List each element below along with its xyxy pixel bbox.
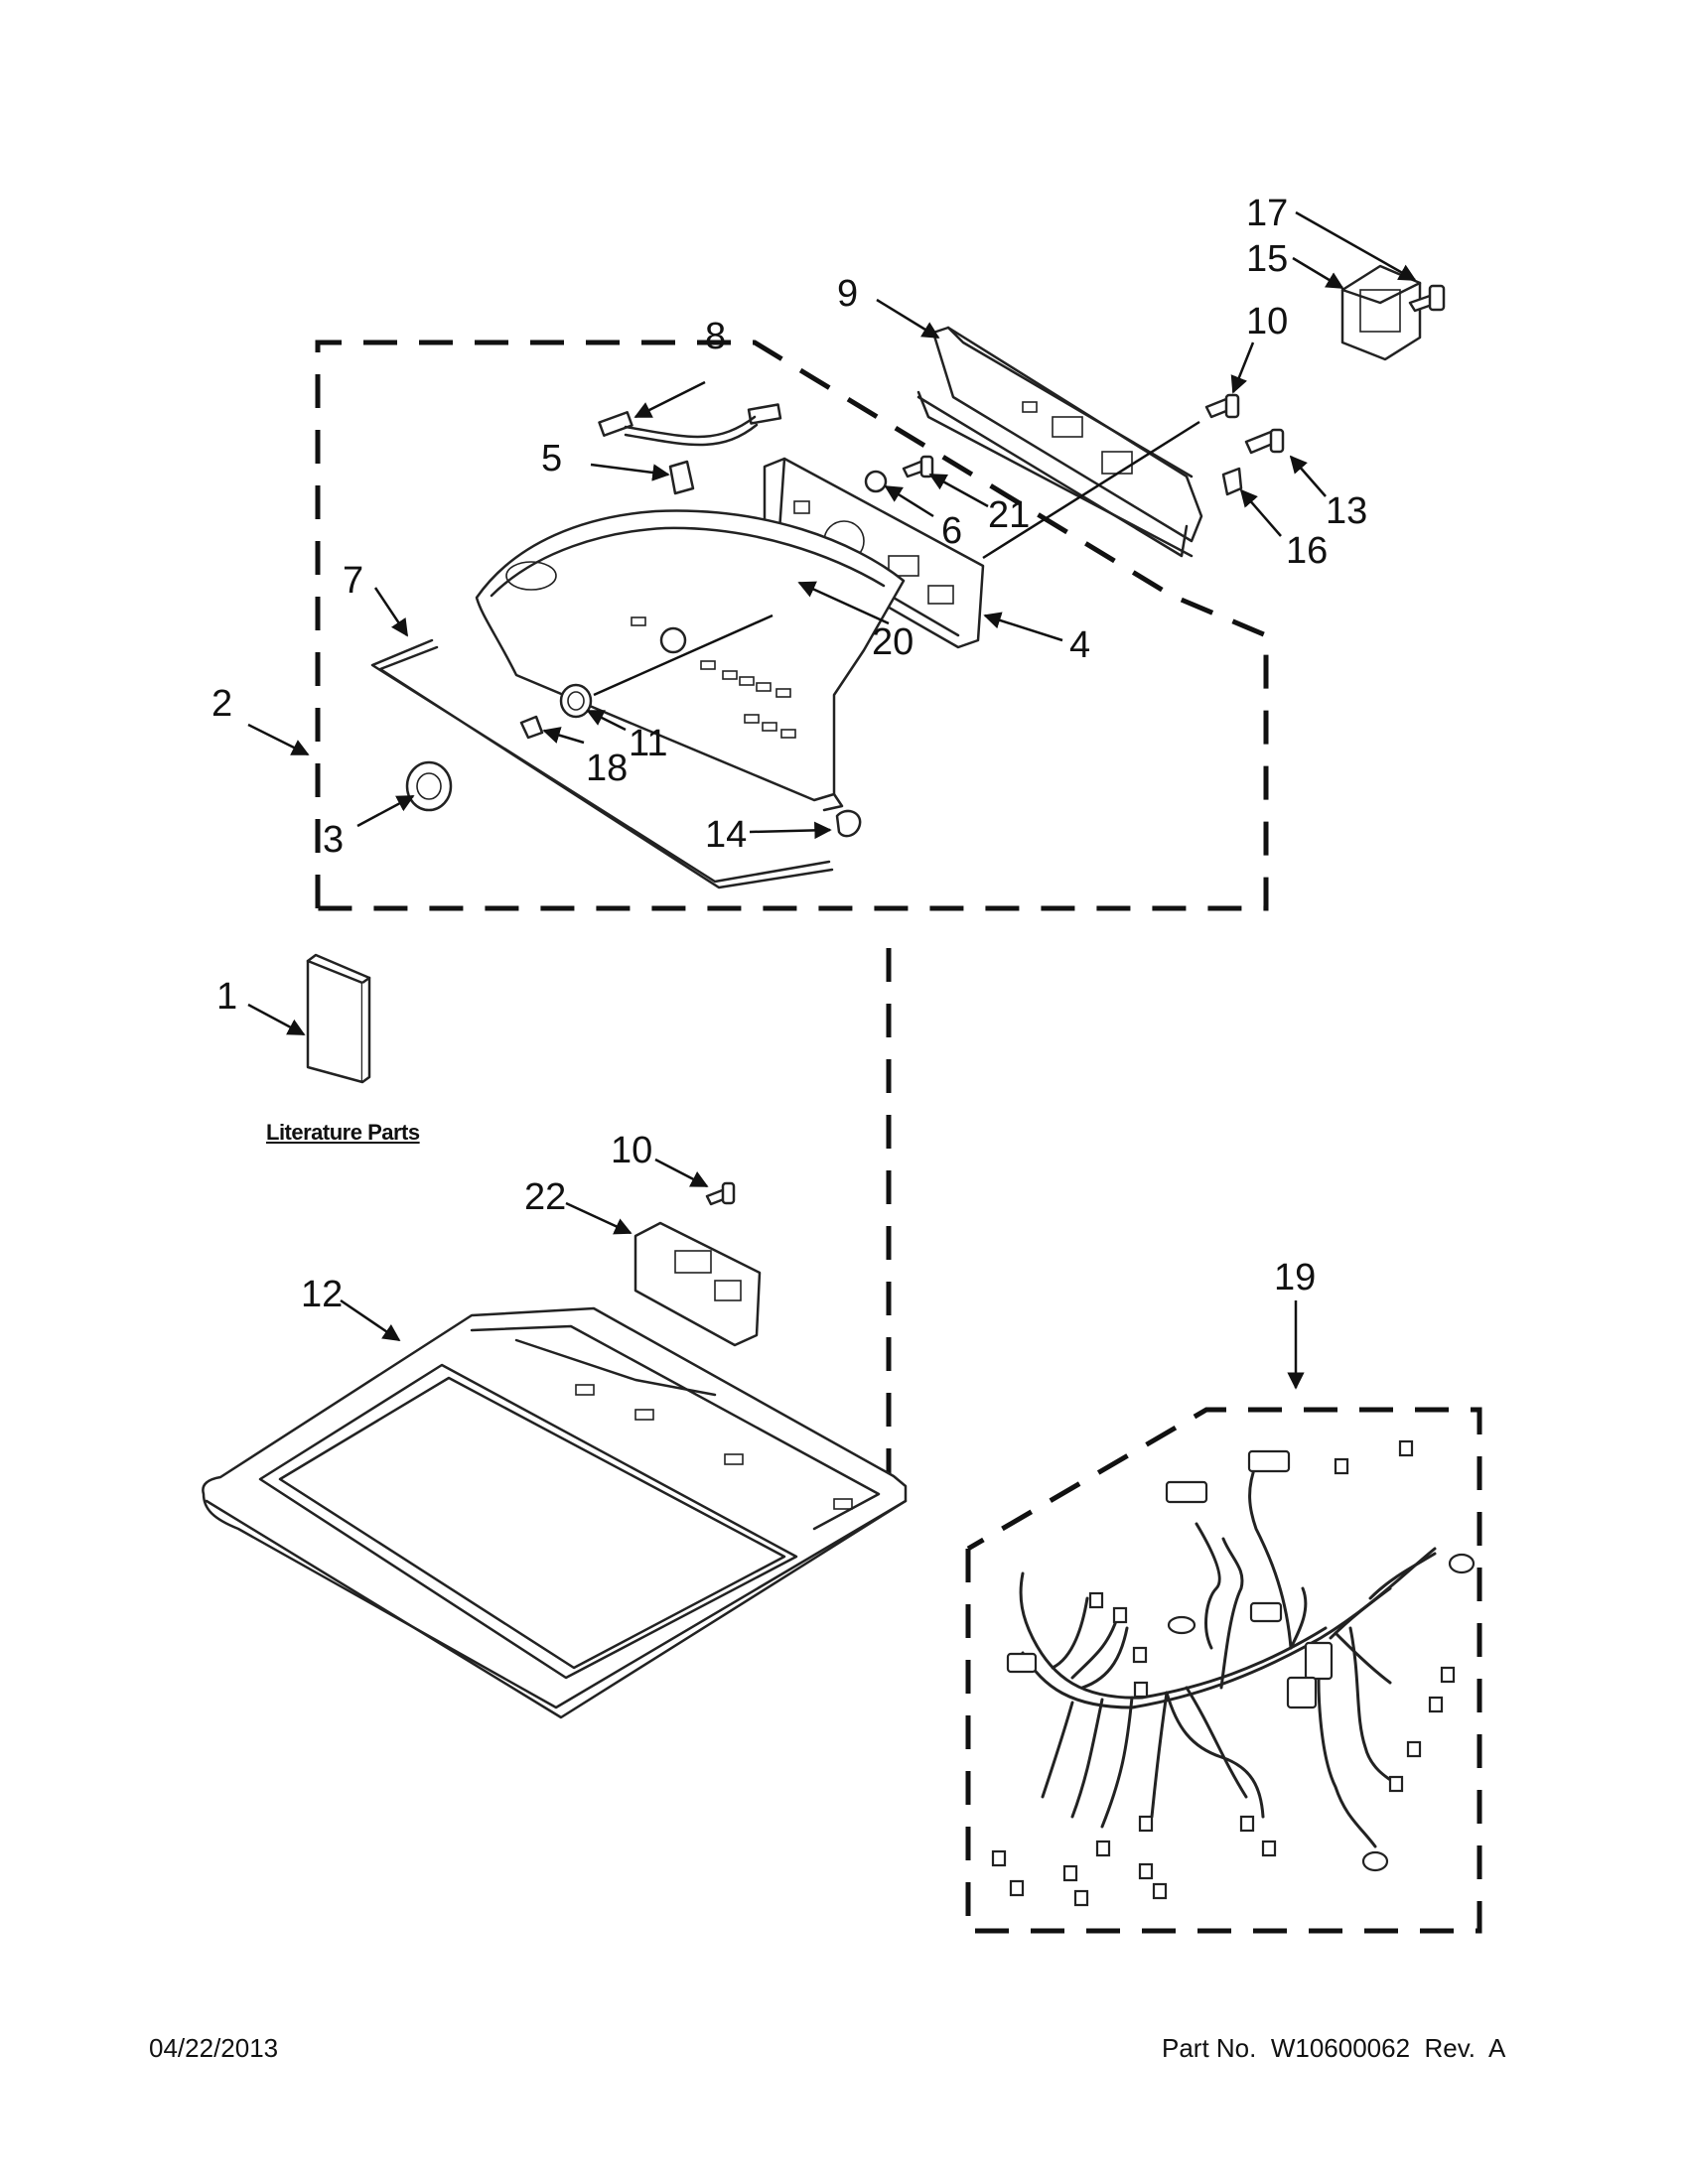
callout-15: 15 [1246, 238, 1289, 280]
control-module-part-22 [633, 1221, 762, 1347]
leader-board-bracket [982, 420, 1200, 560]
leader-21 [928, 473, 989, 508]
console-part-2 [475, 509, 906, 812]
leader-12 [340, 1298, 401, 1342]
leader-2 [247, 723, 310, 756]
clip-part-16 [1221, 467, 1243, 496]
leader-4 [983, 612, 1063, 642]
callout-6: 6 [941, 510, 963, 552]
console-wire-harness-part-8 [598, 403, 782, 447]
leader-17 [1295, 210, 1417, 282]
callout-4: 4 [1069, 624, 1091, 666]
leader-6 [884, 484, 934, 518]
wire-harness-dashed-boundary [965, 1407, 1482, 1934]
control-board-part-4 [763, 457, 985, 649]
leader-3 [356, 794, 415, 828]
callout-7: 7 [343, 560, 364, 602]
leader-10-top [1230, 341, 1255, 394]
callout-13: 13 [1326, 490, 1368, 532]
callout-10-lower: 10 [611, 1130, 653, 1171]
callout-2: 2 [211, 683, 233, 725]
callout-14: 14 [705, 814, 748, 856]
leader-knob-shaft [593, 614, 774, 697]
leader-20 [797, 581, 890, 625]
callout-21: 21 [988, 494, 1031, 536]
top-panel-part-12 [202, 1306, 908, 1719]
leader-8 [633, 380, 706, 419]
leader-11 [586, 709, 627, 732]
callout-19: 19 [1274, 1257, 1317, 1298]
clip-part-14 [835, 809, 862, 838]
leader-1 [247, 1003, 306, 1036]
screw-part-10-lower [705, 1181, 736, 1206]
literature-parts-label: Literature Parts [266, 1120, 420, 1145]
leader-7 [373, 587, 409, 637]
screw-part-17 [1408, 284, 1446, 313]
callout-20: 20 [872, 621, 914, 663]
main-wire-harness-part-19 [991, 1439, 1476, 1907]
seal-part-7 [370, 638, 834, 889]
housing-part-15 [1340, 264, 1422, 361]
screw-part-21 [902, 455, 934, 478]
screw-part-13 [1244, 428, 1285, 455]
callout-17: 17 [1246, 193, 1289, 234]
leader-22 [565, 1201, 633, 1235]
callout-5: 5 [541, 438, 563, 479]
console-rear-bracket-part-9 [916, 326, 1203, 558]
leader-5 [590, 463, 670, 481]
callout-11: 11 [629, 723, 668, 764]
callout-12: 12 [301, 1274, 344, 1315]
callout-16: 16 [1286, 530, 1329, 572]
footer-date: 04/22/2013 [149, 2033, 279, 2063]
callout-3: 3 [323, 819, 345, 861]
knob-part-11 [559, 683, 593, 719]
console-assembly-dashed-boundary [315, 340, 1269, 911]
leader-14 [749, 821, 832, 840]
knob-shaft-part-6 [864, 470, 888, 493]
callout-9: 9 [837, 273, 859, 315]
leader-16 [1239, 488, 1282, 537]
leader-18 [542, 727, 585, 745]
leader-9 [876, 298, 940, 340]
leader-15 [1292, 256, 1344, 290]
clip-part-18 [519, 715, 544, 740]
screw-part-10-top [1204, 393, 1240, 419]
callout-10-top: 10 [1246, 301, 1289, 342]
knob-part-3 [405, 760, 453, 812]
leader-10-lower [654, 1158, 709, 1188]
callout-1: 1 [216, 976, 238, 1018]
bracket-part-5 [668, 460, 695, 495]
literature-book-part-1 [306, 953, 371, 1084]
leader-13 [1289, 455, 1327, 497]
callout-18: 18 [586, 748, 629, 789]
callout-22: 22 [524, 1176, 567, 1218]
footer-part-number: Part No. W10600062 Rev. A [1162, 2033, 1506, 2063]
callout-8: 8 [705, 316, 727, 357]
